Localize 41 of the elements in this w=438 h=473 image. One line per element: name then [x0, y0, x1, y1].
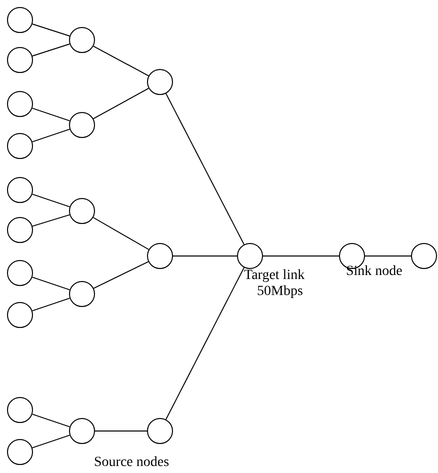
node-caption: Sink node: [346, 264, 402, 280]
circle-node: [69, 198, 95, 224]
circle-node: [7, 302, 33, 328]
circle-node: [237, 243, 263, 269]
connector-line: [32, 434, 70, 448]
connector-line: [93, 261, 149, 289]
connector-line: [32, 24, 70, 36]
circle-node: [7, 47, 33, 73]
connector-line: [32, 276, 70, 290]
circle-node: [147, 243, 173, 269]
connector-line: [32, 108, 70, 122]
connector-line: [92, 88, 150, 120]
circle-node: [7, 217, 33, 243]
connector-line: [32, 414, 70, 428]
node-caption: Source nodes: [94, 455, 170, 471]
circle-node: [7, 397, 33, 423]
circle-node: [7, 7, 33, 33]
connector-line: [32, 194, 70, 208]
circle-node: [7, 91, 33, 117]
circle-node: [69, 27, 95, 53]
connector-line: [32, 128, 70, 142]
link-label: Target link: [244, 268, 305, 284]
connector-line: [92, 46, 150, 76]
circle-node: [411, 243, 437, 269]
connector-line: [32, 298, 70, 312]
connector-line: [94, 430, 148, 432]
circle-node: [69, 418, 95, 444]
bandwidth-label: 50Mbps: [257, 284, 303, 300]
connector-line: [165, 93, 245, 245]
circle-node: [147, 418, 173, 444]
connector-line: [165, 267, 245, 420]
connector-line: [32, 44, 70, 56]
connector-line: [32, 214, 70, 227]
circle-node: [7, 177, 33, 203]
circle-node: [69, 112, 95, 138]
circle-node: [7, 260, 33, 286]
circle-node: [69, 281, 95, 307]
connector-line: [92, 217, 150, 250]
circle-node: [147, 69, 173, 95]
circle-node: [7, 439, 33, 465]
circle-node: [7, 133, 33, 159]
